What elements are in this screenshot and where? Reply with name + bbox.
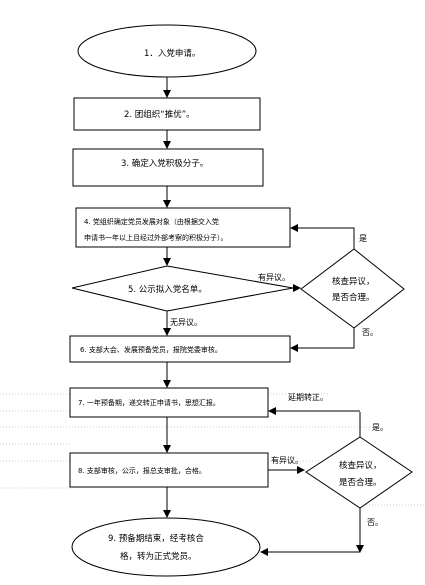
- node-1-text: 1．入党申请。: [144, 48, 200, 59]
- node-4-shape: [75, 207, 291, 248]
- label-objection-1: 有异议。: [258, 272, 290, 282]
- label-no-objection: 无异议。: [170, 318, 202, 327]
- node-7-shape: [69, 387, 269, 418]
- node-8-shape: [69, 452, 269, 488]
- node-3-text: 3. 确定入党积极分子。: [121, 158, 208, 169]
- arrow-check1-yes: [290, 224, 355, 249]
- check-1-text-line2: 是否合理。: [332, 292, 375, 303]
- node-9-text-line1: 9. 预备期结束，经考核合: [108, 533, 204, 544]
- node-4-text-line1: 4. 党组织确定党员发展对象（由根据交入党: [84, 217, 219, 226]
- node-4-text-line2: 申请书一年以上且经过外部考察的积极分子）。: [84, 233, 228, 242]
- check-2-shape: [305, 436, 413, 509]
- node-5-text: 5. 公示拟入党名单。: [128, 284, 207, 295]
- node-3-shape: [72, 148, 264, 187]
- label-no-1: 否。: [362, 328, 378, 337]
- check-2-text-line1: 核查异议，: [339, 460, 382, 471]
- node-2-shape: [73, 97, 261, 131]
- check-2-text-line2: 是否合理。: [339, 477, 382, 488]
- node-6-text: 6. 支部大会、发展预备党员，报院党委审核。: [80, 345, 222, 354]
- label-objection-2: 有异议。: [271, 455, 303, 465]
- label-yes-1: 是: [359, 234, 367, 243]
- label-no-2: 否。: [367, 518, 383, 527]
- node-9-text-line2: 格，转为正式党员。: [120, 551, 197, 562]
- check-1-text-line1: 核查异议，: [332, 276, 375, 287]
- node-2-text: 2. 团组织“推优”。: [124, 109, 195, 120]
- label-yes-2: 是。: [372, 423, 388, 432]
- label-postpone: 延期转正。: [288, 392, 328, 402]
- node-6-shape: [69, 335, 291, 363]
- check-1-shape: [300, 248, 405, 329]
- node-7-text: 7. 一年预备期，递交转正申请书，思想汇报。: [78, 398, 220, 407]
- arrow-check1-no: [290, 328, 355, 352]
- node-8-text: 8. 支部审核，公示，报总支审批，合格。: [78, 466, 206, 475]
- node-9-shape: [71, 517, 261, 577]
